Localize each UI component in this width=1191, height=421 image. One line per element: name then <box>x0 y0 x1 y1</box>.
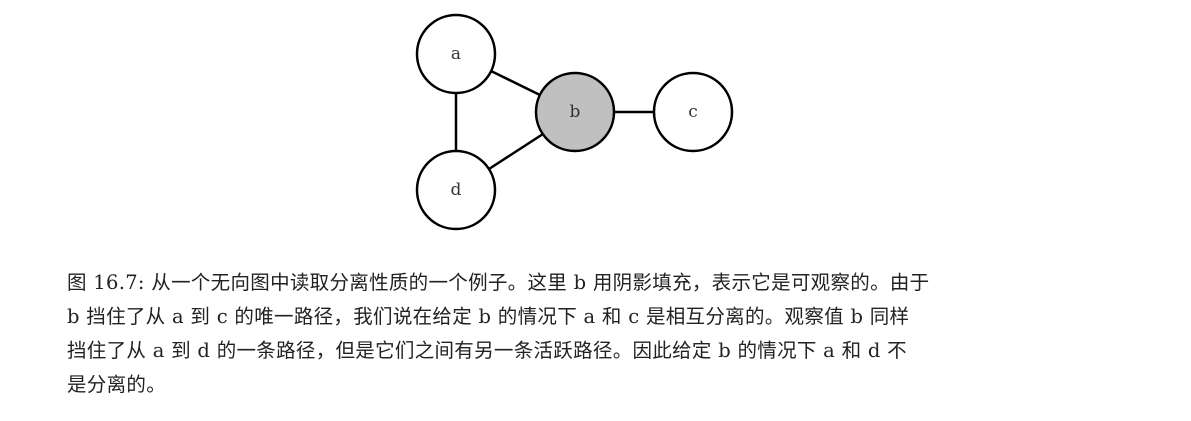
node-b-observed: b <box>534 71 616 153</box>
edge-a-b <box>490 69 541 97</box>
node-d: d <box>415 149 497 231</box>
graph-figure: a b c d <box>415 13 734 231</box>
node-a-label: a <box>451 44 461 64</box>
caption-line-3: 挡住了从 a 到 d 的一条路径，但是它们之间有另一条活跃路径。因此给定 b 的… <box>67 339 907 362</box>
node-c: c <box>652 71 734 153</box>
node-c-label: c <box>688 102 698 122</box>
node-b-label: b <box>570 102 581 122</box>
edges <box>454 69 654 171</box>
caption-line-1: 图 16.7: 从一个无向图中读取分离性质的一个例子。这里 b 用阴影填充，表示… <box>67 271 930 294</box>
caption-line-4: 是分离的。 <box>67 373 167 396</box>
edge-b-d <box>488 132 544 171</box>
node-d-label: d <box>451 180 462 200</box>
caption-line-2: b 挡住了从 a 到 c 的唯一路径，我们说在给定 b 的情况下 a 和 c 是… <box>67 305 910 328</box>
node-a: a <box>415 13 497 95</box>
figure-caption: 图 16.7: 从一个无向图中读取分离性质的一个例子。这里 b 用阴影填充，表示… <box>67 266 1127 402</box>
